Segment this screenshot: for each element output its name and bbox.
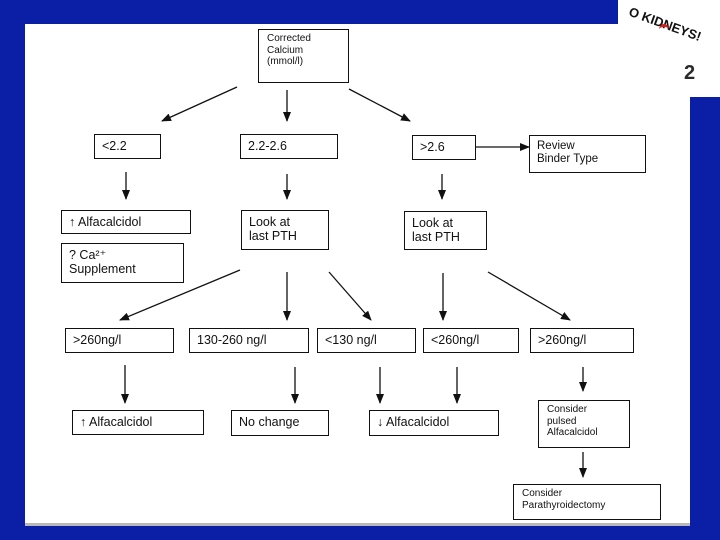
- pth-gt-260-right-box: >260ng/l: [530, 328, 634, 353]
- calcium-lt-2-2-box: <2.2: [94, 134, 161, 159]
- corrected-calcium-box: Corrected Calcium (mmol/l): [258, 29, 349, 83]
- pth-130-260-box: 130-260 ng/l: [189, 328, 309, 353]
- decrease-alfacalcidol-box: ↓ Alfacalcidol: [369, 410, 499, 436]
- calcium-gt-2-6-box: >2.6: [412, 135, 476, 160]
- logo-mark-icon: [659, 24, 669, 35]
- logo-fragment: 2: [684, 62, 696, 84]
- increase-alfacalcidol-pth-box: ↑ Alfacalcidol: [72, 410, 204, 435]
- bottom-divider: [25, 523, 690, 526]
- pth-lt-260-box: <260ng/l: [423, 328, 519, 353]
- arrow-pthmid-to-lt130: [328, 271, 372, 321]
- look-at-pth-mid-box: Look at last PTH: [241, 210, 329, 250]
- look-at-pth-high-box: Look at last PTH: [404, 211, 487, 250]
- no-change-box: No change: [231, 410, 329, 436]
- arrow-pthhigh-to-gt260: [487, 271, 571, 321]
- arrow-calcium-to-gt26: [348, 88, 411, 122]
- bottom-band: [0, 526, 720, 540]
- pth-gt-260-left-box: >260ng/l: [65, 328, 174, 353]
- review-binder-type-box: Review Binder Type: [529, 135, 646, 173]
- calcium-supplement-box: ? Ca²⁺ Supplement: [61, 243, 184, 283]
- calcium-2-2-2-6-box: 2.2-2.6: [240, 134, 338, 159]
- pth-lt-130-box: <130 ng/l: [317, 328, 416, 353]
- consider-pulsed-alfacalcidol-box: Consider pulsed Alfacalcidol: [538, 400, 630, 448]
- arrow-pthmid-to-gt260: [119, 269, 241, 321]
- increase-alfacalcidol-low-box: ↑ Alfacalcidol: [61, 210, 191, 234]
- logo: [618, 0, 720, 97]
- consider-parathyroidectomy-box: Consider Parathyroidectomy: [513, 484, 661, 520]
- arrow-calcium-to-lt22: [161, 86, 238, 122]
